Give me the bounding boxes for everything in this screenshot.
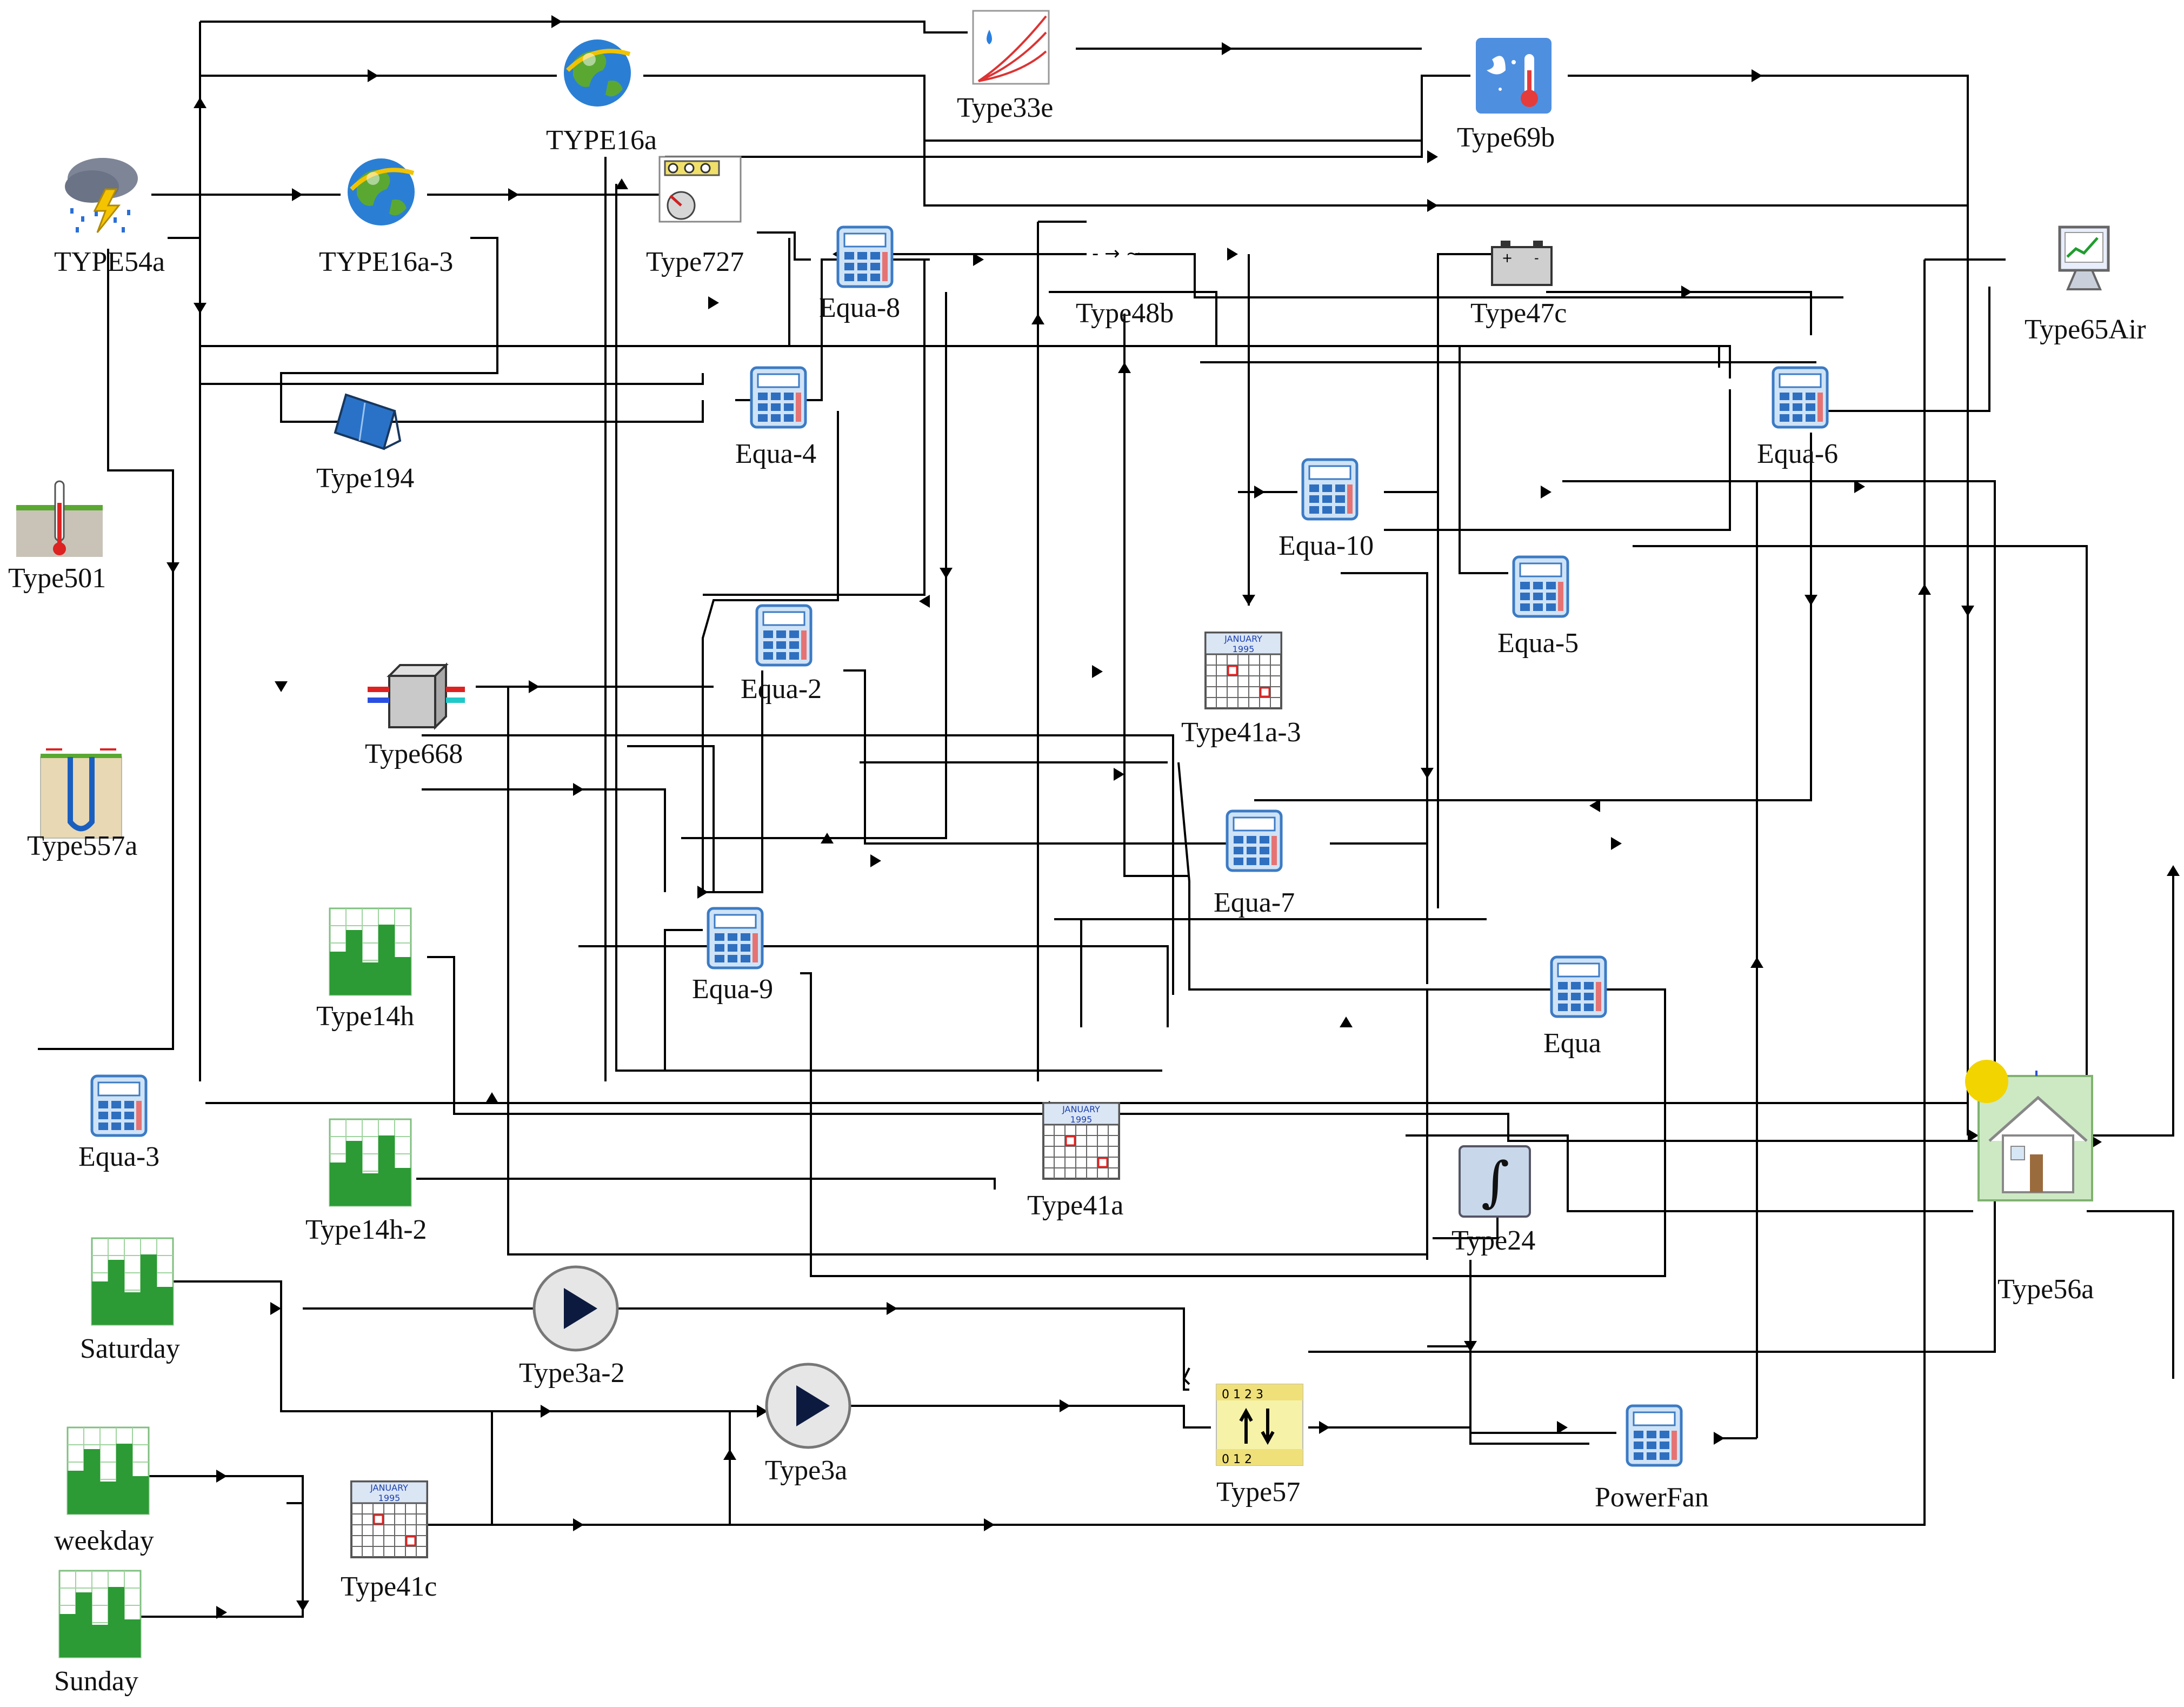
component-label-type16a-3: TYPE16a-3: [319, 247, 454, 277]
globe-icon[interactable]: [564, 39, 631, 107]
integrator-icon[interactable]: ∫: [1459, 1145, 1531, 1218]
component-label-equa-7: Equa-7: [1214, 887, 1295, 918]
schedule-icon[interactable]: [66, 1426, 150, 1515]
svg-text:∫: ∫: [1481, 1150, 1509, 1213]
inverter-icon[interactable]: - → ~: [1092, 243, 1141, 264]
component-label-equa: Equa: [1543, 1028, 1601, 1059]
controller-icon[interactable]: [658, 156, 742, 223]
schedule-icon[interactable]: [91, 1237, 174, 1326]
svg-text:0 1 2: 0 1 2: [1222, 1453, 1252, 1466]
component-label-sunday: Sunday: [54, 1666, 138, 1697]
component-label-saturday: Saturday: [80, 1333, 180, 1364]
calendar-icon[interactable]: JANUARY 1995: [1042, 1102, 1120, 1180]
battery-icon[interactable]: + -: [1491, 241, 1553, 286]
pump-icon[interactable]: [534, 1267, 617, 1350]
calculator-icon[interactable]: [1303, 460, 1357, 519]
pv-panel-icon[interactable]: [334, 393, 402, 450]
component-label-type727: Type727: [646, 247, 744, 277]
ground-temperature-icon[interactable]: [16, 480, 103, 557]
calendar-icon[interactable]: JANUARY 1995: [350, 1480, 428, 1558]
svg-text:0 1 2 3: 0 1 2 3: [1222, 1388, 1263, 1402]
building-icon[interactable]: [1965, 1060, 2093, 1201]
psychrometrics-icon[interactable]: [972, 10, 1050, 85]
component-label-equa-6: Equa-6: [1757, 439, 1839, 469]
connection-wires: [38, 21, 2174, 1618]
component-label-type69b: Type69b: [1457, 122, 1555, 153]
calculator-icon[interactable]: [757, 606, 811, 665]
component-label-type48b: Type48b: [1076, 298, 1174, 329]
component-label-type501: Type501: [8, 563, 106, 594]
svg-text:-: -: [1534, 250, 1539, 265]
calendar-month: JANUARY: [1062, 1104, 1100, 1114]
component-label-type668: Type668: [365, 739, 463, 769]
calculator-icon[interactable]: [838, 227, 892, 287]
svg-text:+: +: [1502, 250, 1513, 265]
component-label-weekday: weekday: [54, 1525, 154, 1556]
schedule-icon[interactable]: [58, 1570, 142, 1658]
component-label-equa-9: Equa-9: [692, 974, 774, 1005]
component-label-type14h-2: Type14h-2: [305, 1214, 427, 1245]
component-label-type24: Type24: [1451, 1225, 1536, 1256]
calculator-icon[interactable]: [92, 1076, 146, 1135]
component-label-type57: Type57: [1216, 1477, 1301, 1507]
component-label-equa-4: Equa-4: [735, 439, 817, 469]
component-label-type41a: Type41a: [1027, 1190, 1124, 1221]
calendar-year: 1995: [378, 1493, 401, 1503]
schedule-icon[interactable]: [329, 1118, 412, 1207]
wire-arrowheads: [167, 15, 2180, 1619]
component-label-type16a: TYPE16a: [546, 125, 657, 156]
calculator-icon[interactable]: [751, 368, 805, 427]
component-label-equa-5: Equa-5: [1497, 628, 1579, 659]
calendar-month: JANUARY: [1224, 634, 1262, 644]
calculator-icon[interactable]: [1514, 557, 1568, 616]
calendar-year: 1995: [1233, 644, 1255, 654]
heat-pump-icon[interactable]: [368, 662, 465, 730]
component-label-equa-10: Equa-10: [1279, 530, 1374, 561]
component-label-type56a: Type56a: [1997, 1274, 2094, 1305]
svg-text:- → ~: - → ~: [1092, 243, 1141, 264]
component-label-type65air: Type65Air: [2025, 314, 2146, 345]
component-label-type41c: Type41c: [341, 1571, 437, 1602]
component-label-type47c: Type47c: [1470, 298, 1567, 329]
component-label-equa-3: Equa-3: [78, 1141, 160, 1172]
component-label-type3a: Type3a: [765, 1455, 848, 1486]
component-label-type557a: Type557a: [27, 831, 138, 861]
component-label-type54a: TYPE54a: [54, 247, 165, 277]
calendar-icon[interactable]: JANUARY 1995: [1204, 632, 1282, 709]
calculator-icon[interactable]: [1227, 811, 1281, 871]
calendar-month: JANUARY: [370, 1483, 408, 1493]
component-label-type33e: Type33e: [957, 92, 1054, 123]
monitor-icon[interactable]: [2058, 225, 2110, 290]
component-label-type41a-3: Type41a-3: [1181, 717, 1301, 748]
component-label-type3a-2: Type3a-2: [519, 1358, 625, 1389]
calculator-icon[interactable]: [1627, 1406, 1681, 1465]
component-label-type194: Type194: [316, 463, 415, 494]
component-label-equa-8: Equa-8: [819, 293, 901, 323]
component-label-equa-2: Equa-2: [741, 674, 822, 705]
component-label-type14h: Type14h: [316, 1001, 415, 1032]
calendar-year: 1995: [1070, 1114, 1093, 1125]
calculator-icon[interactable]: [1552, 957, 1606, 1017]
component-label-powerfan: PowerFan: [1595, 1482, 1709, 1513]
calculator-icon[interactable]: [708, 908, 762, 968]
calculator-icon[interactable]: [1773, 368, 1827, 427]
globe-icon[interactable]: [348, 158, 415, 225]
ground-heat-exchanger-icon[interactable]: [40, 748, 122, 839]
pump-icon[interactable]: [767, 1364, 850, 1447]
weather-icon[interactable]: [65, 158, 138, 233]
schedule-icon[interactable]: [329, 907, 412, 996]
unit-converter-icon[interactable]: 0 1 2 3 0 1 2: [1216, 1384, 1303, 1466]
sky-temperature-icon[interactable]: [1476, 38, 1552, 114]
